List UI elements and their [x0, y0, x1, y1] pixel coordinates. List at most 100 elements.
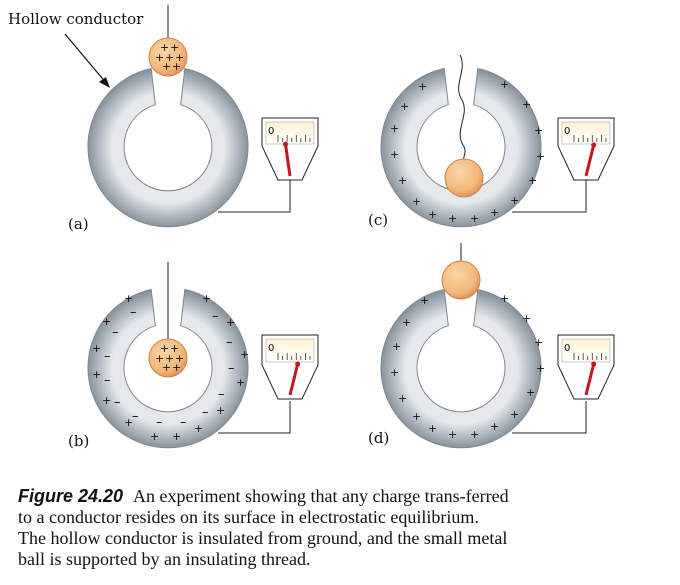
meter-ticks-b [277, 353, 311, 360]
lead-wire-b [218, 401, 291, 434]
svg-text:–: – [132, 409, 139, 424]
needle-b [288, 363, 300, 396]
needle-d [584, 363, 596, 396]
meter-zero-label: 0 [268, 343, 274, 354]
svg-text:+: + [534, 124, 543, 137]
needle-tip [591, 361, 597, 367]
hollow-conductor-d [380, 288, 542, 449]
charged-ball-a [148, 37, 188, 77]
needle-tip [283, 141, 288, 147]
meter-zero-label: 0 [268, 126, 274, 137]
outer-charges-d: + + + + + + + + + + + + + + + + [390, 292, 545, 441]
panel-a: + + + + + + + 0 (a) [68, 5, 319, 233]
meter-ticks-c [573, 135, 607, 142]
svg-text:+: + [428, 422, 437, 435]
svg-text:+: + [170, 342, 179, 355]
hollow-conductor-a [87, 67, 249, 228]
svg-text:+: + [390, 122, 399, 135]
hollow-conductor-label: Hollow conductor [8, 10, 144, 28]
svg-text:+: + [522, 312, 531, 325]
svg-text:+: + [124, 292, 133, 305]
svg-text:+: + [398, 174, 407, 187]
hollow-conductor-c [380, 67, 542, 228]
svg-text:–: – [156, 415, 163, 430]
discharged-ball-c [444, 158, 484, 198]
outer-charges-c: + + + + + + + + + + + + + + + + [390, 78, 545, 225]
panel-label-d: (d) [368, 429, 389, 447]
svg-text:+: + [536, 150, 545, 163]
svg-text:+: + [400, 100, 409, 113]
svg-text:+: + [150, 430, 159, 443]
svg-text:+: + [92, 368, 101, 381]
panel-label-a: (a) [68, 215, 89, 233]
meter-ticks-a [277, 135, 311, 142]
svg-text:–: – [180, 415, 187, 430]
svg-text:–: – [104, 373, 111, 388]
svg-text:+: + [102, 394, 111, 407]
panel-d: + + + + + + + + + + + + + + + + 0 (d) [368, 243, 615, 449]
svg-text:+: + [160, 342, 169, 355]
panel-b: + + + + + + + + + + + + + + + + + + + + … [68, 262, 319, 450]
svg-text:+: + [175, 352, 184, 365]
svg-text:+: + [175, 51, 184, 64]
hollow-conductor-b [87, 288, 249, 449]
caption-line-1: An experiment showing that any charge tr… [133, 486, 509, 506]
svg-text:+: + [470, 428, 479, 441]
svg-text:+: + [534, 336, 543, 349]
svg-text:+: + [390, 366, 399, 379]
svg-text:+: + [500, 78, 509, 91]
electrometer-b: 0 [261, 334, 319, 400]
meter-zero-label: 0 [564, 126, 570, 137]
svg-text:+: + [536, 362, 545, 375]
outer-charges-b: + + + + + + + + + + + + + + [92, 292, 249, 443]
meter-ticks-d [573, 353, 607, 360]
lead-wire-a [218, 180, 291, 213]
svg-text:+: + [398, 392, 407, 405]
svg-text:+: + [165, 51, 174, 64]
svg-text:+: + [526, 386, 535, 399]
panel-c: + + + + + + + + + + + + + + + + 0 (c) [368, 54, 615, 229]
needle-c [584, 144, 596, 177]
caption-line-4: ball is supported by an insulating threa… [18, 549, 311, 569]
needle-tip [591, 142, 597, 148]
svg-text:–: – [218, 387, 225, 402]
svg-text:+: + [420, 294, 429, 307]
svg-text:+: + [172, 430, 181, 443]
svg-text:+: + [490, 420, 499, 433]
svg-text:+: + [418, 80, 427, 93]
svg-text:+: + [428, 208, 437, 221]
thread-c [458, 54, 466, 161]
lead-wire-c [512, 180, 587, 213]
svg-text:+: + [162, 60, 171, 73]
svg-text:+: + [500, 292, 509, 305]
arrow-head [99, 77, 110, 88]
svg-text:+: + [528, 174, 537, 187]
svg-text:+: + [392, 340, 401, 353]
svg-text:+: + [510, 194, 519, 207]
svg-text:+: + [226, 316, 235, 329]
panel-label-b: (b) [68, 432, 89, 450]
svg-text:–: – [202, 405, 209, 420]
needle-tip [295, 361, 301, 367]
panel-label-c: (c) [368, 211, 388, 229]
hollow-conductor-arrow [64, 33, 108, 85]
svg-text:+: + [412, 410, 421, 423]
svg-text:+: + [155, 51, 164, 64]
svg-text:–: – [104, 349, 111, 364]
inner-charges-b: – – – – – – – – – – – – – [104, 305, 235, 430]
svg-text:+: + [202, 292, 211, 305]
needle-a [284, 144, 292, 177]
svg-text:+: + [240, 348, 249, 361]
caption-line-2: to a conductor resides on its surface in… [18, 507, 479, 527]
discharged-ball-d [441, 260, 481, 300]
svg-text:+: + [172, 361, 181, 374]
svg-text:+: + [170, 41, 179, 54]
svg-text:+: + [448, 428, 457, 441]
svg-text:+: + [155, 352, 164, 365]
svg-text:+: + [172, 60, 181, 73]
svg-text:+: + [216, 404, 225, 417]
svg-text:–: – [114, 395, 121, 410]
svg-text:+: + [470, 212, 479, 225]
svg-text:+: + [162, 361, 171, 374]
